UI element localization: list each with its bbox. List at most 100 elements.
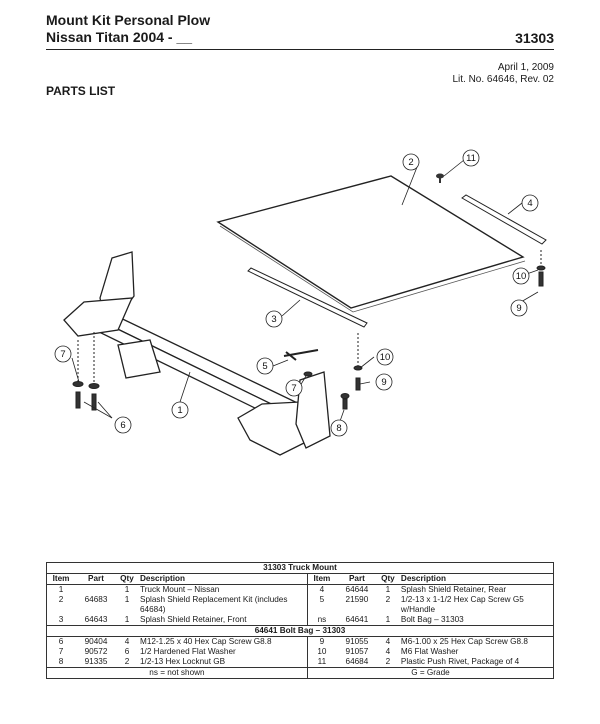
cell-item: 4 <box>306 584 336 595</box>
cell-qty: 4 <box>385 647 391 656</box>
lit-number: Lit. No. 64646, Rev. 02 <box>452 74 554 85</box>
cell-item: 7 <box>58 647 64 656</box>
cell-qty: 2 <box>385 657 391 666</box>
cell-desc: Plastic Push Rivet, Package of 4 <box>400 657 520 666</box>
cell-desc: M6 Flat Washer <box>400 647 459 656</box>
col-description: Description <box>397 573 554 585</box>
cell-desc: 1/2-13 Hex Locknut GB <box>140 657 226 666</box>
callout-8: 8 <box>336 423 341 434</box>
footnote-grade: G = Grade <box>306 667 554 679</box>
title-line-1: Mount Kit Personal Plow <box>46 12 211 28</box>
cell-part: 90404 <box>84 637 108 646</box>
cell-qty: 4 <box>124 637 130 646</box>
table-row: 8 91335 2 1/2-13 Hex Locknut GB 11 64684 2 Pla… <box>47 657 554 668</box>
handle-bolt <box>283 349 319 361</box>
cell-item: 8 <box>58 657 64 666</box>
callout-10-center: 10 <box>380 352 391 363</box>
callout-5: 5 <box>262 361 267 372</box>
cell-part: 91335 <box>84 657 108 666</box>
callout-3: 3 <box>271 314 276 325</box>
cell-qty: 1 <box>124 615 130 624</box>
header-rule <box>46 49 554 50</box>
document-title: Mount Kit Personal Plow Nissan Titan 200… <box>46 12 210 46</box>
cell-qty: 1 <box>385 585 391 594</box>
cell-part <box>75 585 117 596</box>
cell-item: 1 <box>58 585 64 594</box>
cell-part: 91055 <box>345 637 369 646</box>
cell-desc: Truck Mount – Nissan <box>140 585 220 594</box>
cell-item: 5 <box>306 595 336 615</box>
cell-part: 64683 <box>84 595 108 604</box>
cell-item: 9 <box>306 636 336 647</box>
cell-desc: Splash Shield Replacement Kit (includes … <box>140 595 288 614</box>
bolt-bag-title: 64641 Bolt Bag – 31303 <box>46 625 554 637</box>
callout-1: 1 <box>177 405 182 416</box>
cell-desc: 1/2-13 x 1-1/2 Hex Cap Screw G5 w/Handle <box>400 595 524 614</box>
cell-desc: Bolt Bag – 31303 <box>400 615 464 624</box>
callout-11: 11 <box>466 153 476 164</box>
parts-list-heading: PARTS LIST <box>46 84 116 98</box>
cell-part: 64641 <box>345 615 369 624</box>
left-fasteners <box>72 332 313 411</box>
cell-part: 91057 <box>345 647 369 656</box>
cell-desc: M6-1.00 x 25 Hex Cap Screw G8.8 <box>400 637 528 646</box>
title-line-2: Nissan Titan 2004 - __ <box>46 29 193 45</box>
table-row: 1 1 Truck Mount – Nissan 4 64644 1 Splash Shi… <box>47 584 554 596</box>
cell-part: 90572 <box>84 647 108 656</box>
cell-qty: 2 <box>124 657 130 666</box>
truck-mount-frame <box>63 251 331 456</box>
front-retainer-bar <box>247 267 368 328</box>
cell-qty: 2 <box>385 595 391 604</box>
col-item: Item <box>306 573 336 585</box>
callout-9-center: 9 <box>381 377 386 388</box>
doc-date: April 1, 2009 <box>497 62 554 73</box>
col-item: Item <box>46 573 75 585</box>
cell-item: 2 <box>58 595 64 604</box>
table-title: 31303 Truck Mount <box>46 562 554 574</box>
cell-item: ns <box>306 615 336 626</box>
callout-4: 4 <box>527 198 532 209</box>
kit-part-number: 31303 <box>515 30 554 46</box>
cell-item: 10 <box>306 647 336 657</box>
table-row: 7 90572 6 1/2 Hardened Flat Washer 10 91057 4… <box>47 647 554 657</box>
parts-table: 31303 Truck Mount Item Part Qty Descript… <box>46 562 554 679</box>
footnote-ns: ns = not shown <box>46 667 308 679</box>
cell-item: 11 <box>306 657 336 668</box>
callout-labels <box>54 149 539 437</box>
cell-part: 64643 <box>84 615 108 624</box>
table-row: 3 64643 1 Splash Shield Retainer, Front ns 6… <box>47 615 554 626</box>
rear-retainer-bar <box>461 194 547 245</box>
cell-item: 6 <box>58 637 64 646</box>
callout-9-right: 9 <box>516 303 521 314</box>
cell-part: 64684 <box>345 657 369 666</box>
callout-10-right: 10 <box>516 271 527 282</box>
col-part: Part <box>335 573 378 585</box>
callout-7-left: 7 <box>60 349 65 360</box>
cell-qty: 6 <box>124 647 130 656</box>
cell-desc: 1/2 Hardened Flat Washer <box>140 647 236 656</box>
col-qty: Qty <box>377 573 398 585</box>
cell-desc: M12-1.25 x 40 Hex Cap Screw G8.8 <box>140 637 272 646</box>
callout-7-center: 7 <box>291 383 296 394</box>
col-description: Description <box>137 573 308 585</box>
doc-meta: April 1, 2009 Lit. No. 64646, Rev. 02 <box>452 62 554 86</box>
col-qty: Qty <box>117 573 137 585</box>
splash-shield-panel <box>216 175 525 309</box>
cell-qty: 1 <box>124 595 130 604</box>
callout-2: 2 <box>408 157 413 168</box>
cell-qty: 4 <box>385 637 391 646</box>
cell-part: 21590 <box>345 595 369 604</box>
cell-item: 3 <box>58 615 64 624</box>
cell-part: 64644 <box>345 585 369 594</box>
table-row: 2 64683 1 Splash Shield Replacement Kit (in… <box>47 595 554 615</box>
cell-desc: Splash Shield Retainer, Front <box>140 615 247 624</box>
right-fasteners <box>340 250 546 410</box>
col-part: Part <box>75 573 117 585</box>
push-rivet <box>436 173 444 183</box>
cell-desc: Splash Shield Retainer, Rear <box>400 585 507 594</box>
cell-qty: 1 <box>385 615 391 624</box>
cell-qty: 1 <box>124 585 130 594</box>
callout-6: 6 <box>120 420 125 431</box>
